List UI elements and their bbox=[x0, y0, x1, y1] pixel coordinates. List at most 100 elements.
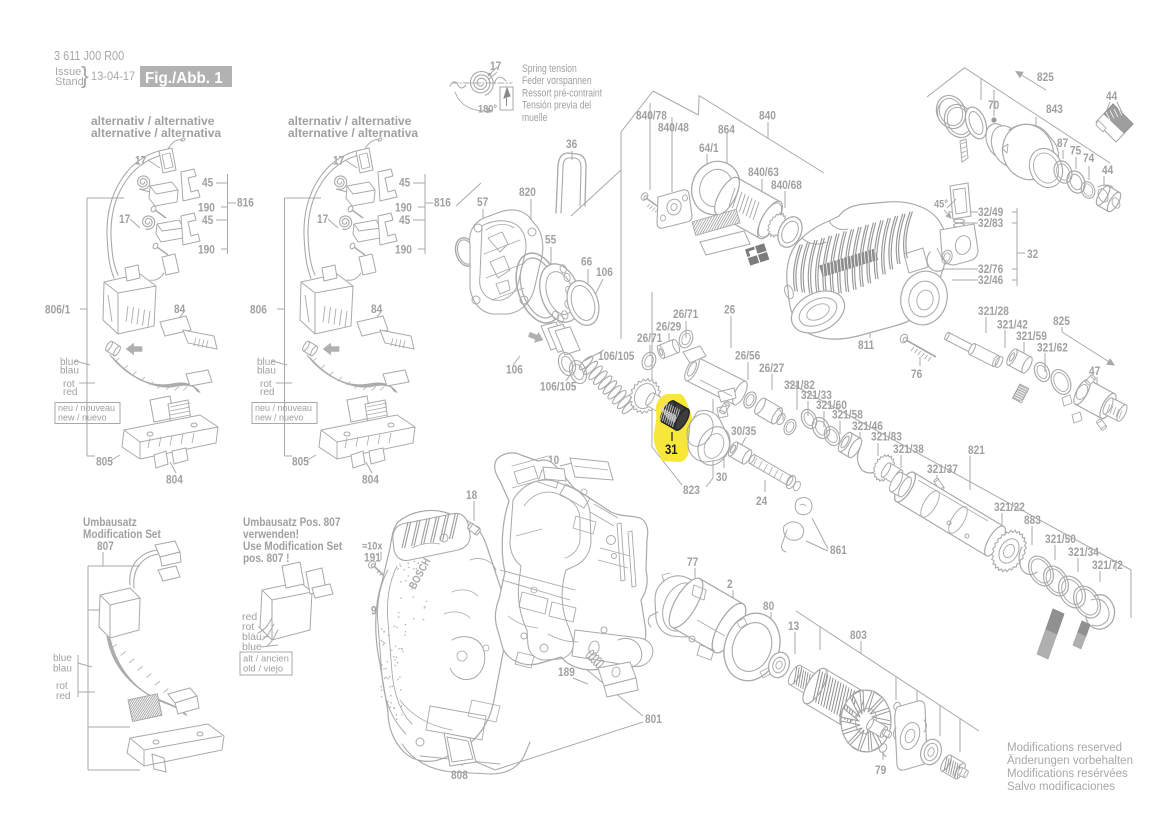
svg-text:321/33: 321/33 bbox=[801, 388, 832, 402]
svg-text:Modifications reserved: Modifications reserved bbox=[1007, 742, 1122, 754]
svg-text:77: 77 bbox=[687, 555, 698, 569]
svg-text:825: 825 bbox=[1053, 314, 1070, 328]
svg-text:blau: blau bbox=[53, 664, 72, 675]
svg-text:55: 55 bbox=[545, 233, 556, 247]
svg-text:26/27: 26/27 bbox=[759, 361, 784, 375]
svg-text:321/59: 321/59 bbox=[1016, 329, 1047, 343]
svg-text:9: 9 bbox=[371, 604, 377, 618]
svg-text:80: 80 bbox=[763, 599, 774, 613]
svg-text:45: 45 bbox=[202, 213, 213, 227]
svg-text:806: 806 bbox=[250, 303, 267, 317]
svg-text:84: 84 bbox=[371, 302, 382, 316]
svg-text:803: 803 bbox=[850, 628, 867, 642]
svg-text:321/50: 321/50 bbox=[1045, 532, 1076, 546]
svg-text:840/63: 840/63 bbox=[748, 165, 779, 179]
svg-text:190: 190 bbox=[198, 243, 215, 257]
svg-text:321/34: 321/34 bbox=[1068, 545, 1099, 559]
svg-text:new / nuevo: new / nuevo bbox=[58, 413, 107, 423]
svg-text:321/82: 321/82 bbox=[784, 378, 815, 392]
svg-text:rot: rot bbox=[56, 681, 68, 692]
svg-text:Issue: Issue bbox=[55, 66, 81, 78]
svg-text:rot: rot bbox=[242, 621, 254, 633]
svg-text:190: 190 bbox=[395, 243, 412, 257]
svg-text:44: 44 bbox=[1106, 89, 1117, 103]
svg-text:321/22: 321/22 bbox=[994, 500, 1025, 514]
svg-text:807: 807 bbox=[97, 539, 114, 553]
svg-text:321/72: 321/72 bbox=[1092, 558, 1123, 572]
svg-text:blue: blue bbox=[53, 653, 72, 664]
svg-text:820: 820 bbox=[519, 185, 536, 199]
svg-text:32/49: 32/49 bbox=[978, 205, 1003, 219]
svg-text:816: 816 bbox=[434, 196, 451, 210]
svg-text:Änderungen vorbehalten: Änderungen vorbehalten bbox=[1007, 755, 1133, 767]
svg-text:rot: rot bbox=[260, 379, 272, 390]
svg-text:26/71: 26/71 bbox=[673, 307, 698, 321]
svg-text:825: 825 bbox=[1037, 70, 1054, 84]
svg-text:840/78: 840/78 bbox=[636, 109, 667, 123]
svg-text:Fig./Abb. 1: Fig./Abb. 1 bbox=[145, 70, 223, 87]
svg-text:190: 190 bbox=[395, 201, 412, 215]
svg-text:321/42: 321/42 bbox=[997, 318, 1028, 332]
svg-text:84: 84 bbox=[174, 302, 185, 316]
svg-text:blau: blau bbox=[60, 366, 79, 377]
svg-text:864: 864 bbox=[718, 123, 735, 137]
svg-text:alternative / alternativa: alternative / alternativa bbox=[288, 126, 418, 140]
svg-text:13: 13 bbox=[788, 619, 799, 633]
svg-text:26: 26 bbox=[724, 303, 735, 317]
svg-text:44: 44 bbox=[1102, 163, 1113, 177]
svg-text:74: 74 bbox=[1083, 151, 1094, 165]
svg-text:Umbausatz: Umbausatz bbox=[83, 515, 137, 529]
svg-text:rot: rot bbox=[63, 379, 75, 390]
svg-text:321/37: 321/37 bbox=[927, 462, 958, 476]
svg-text:blau: blau bbox=[257, 366, 276, 377]
svg-text:10: 10 bbox=[548, 453, 559, 467]
svg-text:805: 805 bbox=[292, 455, 309, 469]
svg-text:45°: 45° bbox=[934, 199, 948, 211]
svg-text:821: 821 bbox=[968, 443, 985, 457]
svg-text:76: 76 bbox=[911, 367, 922, 381]
svg-text:30/35: 30/35 bbox=[731, 424, 756, 438]
svg-text:blue: blue bbox=[60, 357, 79, 368]
svg-text:30: 30 bbox=[716, 470, 727, 484]
svg-text:Umbausatz Pos. 807: Umbausatz Pos. 807 bbox=[243, 515, 341, 529]
svg-text:17: 17 bbox=[119, 212, 130, 226]
svg-text:verwenden!: verwenden! bbox=[243, 527, 299, 541]
svg-text:816: 816 bbox=[237, 196, 254, 210]
svg-text:106/105: 106/105 bbox=[598, 349, 635, 363]
svg-text:blue: blue bbox=[257, 357, 276, 368]
svg-text:321/62: 321/62 bbox=[1037, 341, 1068, 355]
svg-text:Use Modification Set: Use Modification Set bbox=[243, 539, 342, 553]
svg-text:32/46: 32/46 bbox=[978, 273, 1003, 287]
svg-text:alternativ / alternative: alternativ / alternative bbox=[91, 114, 215, 128]
svg-text:alternativ / alternative: alternativ / alternative bbox=[288, 114, 412, 128]
svg-text:≈10x: ≈10x bbox=[362, 541, 383, 553]
svg-text:alternative / alternativa: alternative / alternativa bbox=[91, 126, 221, 140]
svg-text:26/71: 26/71 bbox=[637, 331, 662, 345]
svg-text:861: 861 bbox=[830, 543, 847, 557]
svg-text:45: 45 bbox=[202, 176, 213, 190]
svg-text:321/28: 321/28 bbox=[978, 304, 1009, 318]
svg-text:64/1: 64/1 bbox=[699, 141, 719, 155]
svg-text:57: 57 bbox=[477, 195, 488, 209]
svg-text:red: red bbox=[63, 387, 77, 398]
svg-text:26/29: 26/29 bbox=[656, 320, 681, 334]
svg-text:17: 17 bbox=[135, 154, 146, 168]
svg-text:87: 87 bbox=[1057, 136, 1068, 150]
svg-text:Modification Set: Modification Set bbox=[83, 527, 161, 541]
svg-text:811: 811 bbox=[858, 338, 875, 352]
svg-text:801: 801 bbox=[645, 712, 662, 726]
svg-text:red: red bbox=[260, 387, 274, 398]
svg-text:red: red bbox=[242, 611, 257, 623]
svg-text:alt / ancien: alt / ancien bbox=[243, 654, 289, 665]
svg-text:blau: blau bbox=[242, 631, 262, 643]
svg-text:muelle: muelle bbox=[522, 112, 547, 124]
svg-text:106: 106 bbox=[596, 265, 613, 279]
svg-text:Tensión previa del: Tensión previa del bbox=[522, 100, 591, 112]
svg-text:neu / nouveau: neu / nouveau bbox=[255, 403, 312, 413]
svg-text:883: 883 bbox=[1024, 513, 1041, 527]
svg-text:45: 45 bbox=[399, 176, 410, 190]
svg-text:13-04-17: 13-04-17 bbox=[91, 69, 135, 83]
svg-text:45: 45 bbox=[399, 213, 410, 227]
svg-text:840/68: 840/68 bbox=[771, 178, 802, 192]
svg-text:190: 190 bbox=[198, 201, 215, 215]
